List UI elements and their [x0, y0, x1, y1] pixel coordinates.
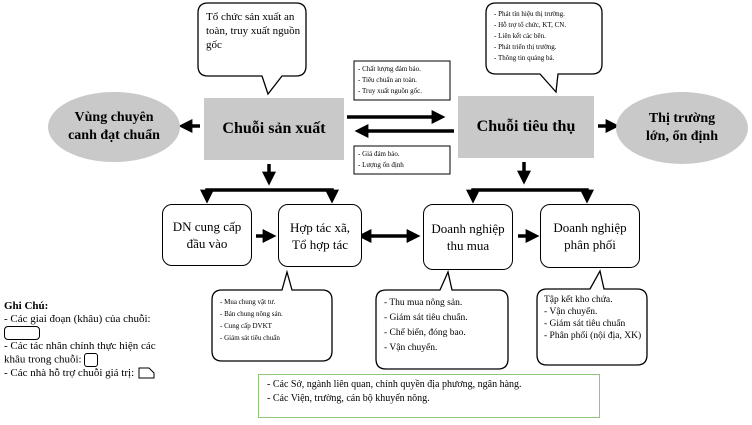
- legend-supporter: - Các nhà hỗ trợ chuỗi giá trị:: [4, 367, 164, 380]
- legend-actor: - Các tác nhân chính thực hiện các khâu …: [4, 340, 156, 367]
- callout-consumption-top: Phát tín hiệu thị trường. Hỗ trợ tổ chức…: [494, 9, 600, 64]
- list-item: Vận chuyển.: [384, 341, 508, 356]
- flow-to-production: Giá đảm bảo. Lượng ổn định: [358, 149, 450, 171]
- node-market: Thị trường lớn, ổn định: [616, 92, 748, 164]
- list-item: Bán chung nông sản.: [220, 308, 330, 320]
- supporters-box: - Các Sở, ngành liên quan, chính quyền đ…: [258, 374, 600, 418]
- list-item: Mua chung vật tư.: [220, 296, 330, 308]
- callout-distribution-title: Tập kết kho chứa.: [544, 295, 613, 305]
- list-item: Truy xuất nguồn gốc.: [358, 86, 450, 97]
- node-consumption-chain: Chuỗi tiêu thụ: [458, 96, 594, 158]
- square-box-symbol: [84, 353, 99, 367]
- list-item: Tiêu chuẩn an toàn.: [358, 75, 450, 86]
- node-region: Vùng chuyên canh đạt chuẩn: [48, 92, 180, 162]
- list-item: Vận chuyển.: [544, 306, 648, 318]
- list-item: Thông tin quảng bá.: [494, 53, 600, 64]
- list-item: Cung cấp DVKT: [220, 320, 330, 332]
- callout-distribution: Tập kết kho chứa. Vận chuyển. Giám sát t…: [544, 294, 648, 342]
- list-item: Liên kết các bên.: [494, 31, 600, 42]
- list-item: Chất lượng đảm bảo.: [358, 64, 450, 75]
- legend-stage: - Các giai đoạn (khâu) của chuỗi:: [4, 313, 164, 340]
- list-item: Giá đảm bảo.: [358, 149, 450, 160]
- list-item: Phát tín hiệu thị trường.: [494, 9, 600, 20]
- supporter-line: - Các Sở, ngành liên quan, chính quyền đ…: [267, 379, 522, 390]
- list-item: Giám sát tiêu chuẩn: [544, 318, 648, 330]
- legend: Ghi Chú: - Các giai đoạn (khâu) của chuỗ…: [4, 300, 164, 380]
- node-input-enterprise: DN cung cấp đầu vào: [162, 204, 252, 266]
- list-item: Thu mua nông sản.: [384, 296, 508, 311]
- list-item: Phân phối (nội địa, XK): [544, 330, 648, 342]
- list-item: Hỗ trợ tổ chức, KT, CN.: [494, 20, 600, 31]
- node-distribution-enterprise: Doanh nghiệp phân phối: [540, 204, 640, 268]
- list-item: Phát triển thị trường.: [494, 42, 600, 53]
- node-production-chain: Chuỗi sản xuất: [204, 98, 344, 160]
- rounded-box-symbol: [4, 326, 40, 340]
- callout-production-top: Tổ chức sản xuất an toàn, truy xuất nguồ…: [206, 11, 301, 51]
- list-item: Chế biến, đóng bao.: [384, 326, 508, 341]
- callout-symbol: [138, 367, 155, 379]
- callout-purchasing: Thu mua nông sản. Giám sát tiêu chuẩn. C…: [384, 296, 508, 356]
- callout-production-top-shape: [197, 2, 307, 96]
- list-item: Giám sát tiêu chuẩn: [220, 332, 330, 344]
- node-cooperative: Hợp tác xã, Tổ hợp tác: [278, 204, 362, 267]
- node-purchasing-enterprise: Doanh nghiệp thu mua: [423, 204, 513, 270]
- legend-title: Ghi Chú:: [4, 300, 49, 312]
- list-item: Giám sát tiêu chuẩn.: [384, 311, 508, 326]
- flow-to-consumption: Chất lượng đảm bảo. Tiêu chuẩn an toàn. …: [358, 64, 450, 97]
- supporter-line: - Các Viện, trường, cán bộ khuyến nông.: [267, 393, 430, 404]
- list-item: Lượng ổn định: [358, 160, 450, 171]
- callout-cooperative: Mua chung vật tư. Bán chung nông sản. Cu…: [220, 296, 330, 344]
